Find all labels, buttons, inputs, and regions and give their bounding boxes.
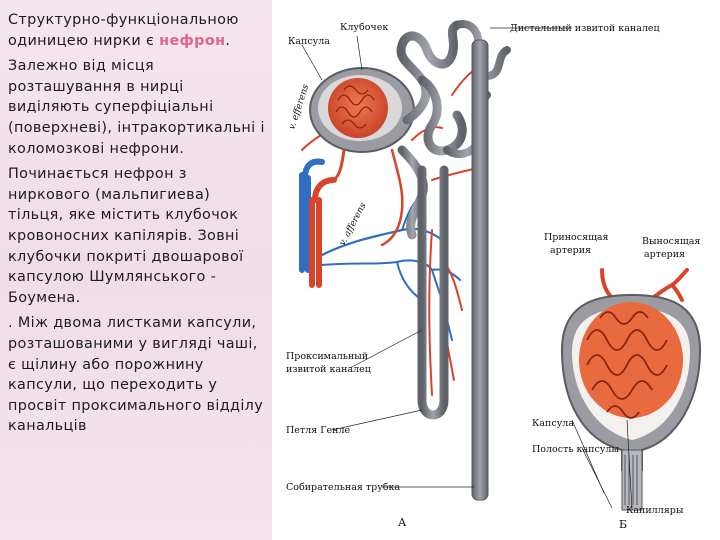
panel-a-diagram <box>299 20 572 501</box>
label-capsule-b: Капсула <box>532 418 574 429</box>
panel-b-outlet <box>621 449 643 511</box>
text-block: Структурно-функціональною одиницею нирки… <box>8 10 270 442</box>
label-vas-efferens: v. efferens <box>287 83 311 131</box>
label-panel-a: А <box>398 516 407 529</box>
paragraph-2: Залежно від місця розташування в нирці в… <box>8 58 265 157</box>
loop-of-henle <box>417 165 449 420</box>
panel-b-diagram <box>560 268 702 511</box>
label-capillaries: Капилляры <box>626 505 684 516</box>
label-collecting-duct: Собирательная трубка <box>286 482 400 493</box>
paragraph-1-start: Структурно-функціональною одиницею нирки… <box>8 12 239 49</box>
paragraph-1-end: . <box>225 32 231 49</box>
collecting-duct <box>471 39 489 501</box>
label-afferent-2: артерия <box>550 245 591 256</box>
highlight-term: нефрон <box>159 32 226 49</box>
text-panel: Структурно-функціональною одиницею нирки… <box>0 0 272 540</box>
label-distal-tubule: Дистальный извитой каналец <box>510 23 660 34</box>
label-efferent-1: Выносящая <box>642 236 700 247</box>
paragraph-1: Структурно-функціональною одиницею нирки… <box>8 10 270 51</box>
label-proximal-2: извитой каналец <box>286 364 371 375</box>
glomerulus <box>328 78 388 138</box>
label-capsule-cavity: Полость капсулы <box>532 444 619 455</box>
label-capsule-a: Капсула <box>288 36 330 47</box>
label-vas-afferens: v. afferens <box>338 201 369 247</box>
nephron-figure: Клубочек Капсула Дистальный извитой кана… <box>286 20 702 531</box>
vein-network <box>299 158 461 341</box>
label-glomerulus: Клубочек <box>340 22 388 33</box>
label-afferent-1: Приносящая <box>544 232 609 243</box>
paragraph-4: . Між двома листками капсули, розташован… <box>8 315 264 435</box>
label-efferent-2: артерия <box>644 249 685 260</box>
label-henle: Петля Генле <box>286 425 350 436</box>
label-proximal-1: Проксимальный <box>286 351 368 362</box>
paragraph-3: Починається нефрон з ниркового (мальпиги… <box>8 166 244 306</box>
proximal-tubule <box>396 20 467 240</box>
label-panel-b: Б <box>619 518 627 531</box>
panel-b-capillaries <box>579 302 683 419</box>
